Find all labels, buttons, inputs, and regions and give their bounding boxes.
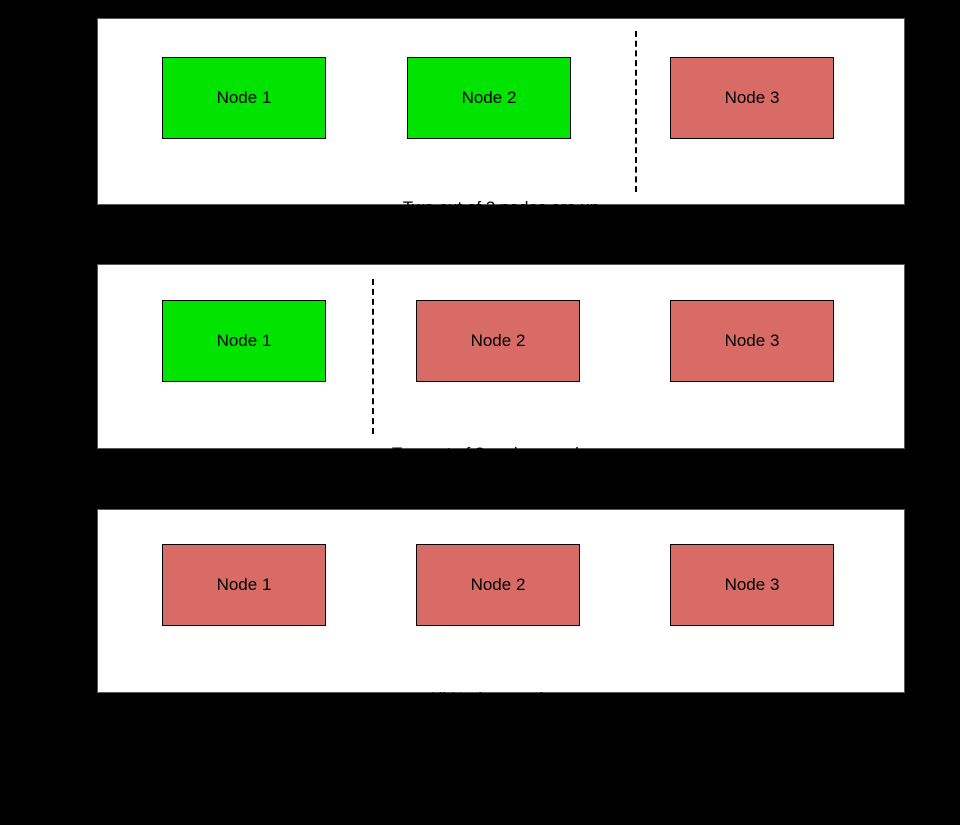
node-box: Node 2 [416, 544, 580, 626]
caption-line: Two out of 3 nodes are down [391, 444, 611, 463]
node-box: Node 3 [670, 300, 834, 382]
partition-divider-line [635, 31, 637, 192]
scenario-panel-two-nodes-up: Node 1 Node 2 Node 3 Two out of 3 nodes … [97, 18, 905, 286]
node-box: Node 3 [670, 544, 834, 626]
node-label: Node 2 [461, 88, 517, 107]
node-label: Node 1 [216, 88, 272, 107]
node-box: Node 2 [407, 57, 571, 139]
node-label: Node 3 [724, 88, 780, 107]
caption-line: All Nodes are down [427, 689, 575, 708]
caption-line: Two out of 3 nodes are up [402, 198, 600, 217]
node-box: Node 3 [670, 57, 834, 139]
partition-divider-line [372, 279, 374, 434]
panel-caption: All Nodes are down Majority Fails & Clus… [98, 641, 904, 825]
node-label: Node 2 [470, 575, 526, 594]
node-box: Node 1 [162, 544, 326, 626]
node-label: Node 1 [216, 575, 272, 594]
node-label: Node 1 [216, 331, 272, 350]
scenario-panel-two-nodes-down: Node 1 Node 2 Node 3 Two out of 3 nodes … [97, 264, 905, 532]
node-label: Node 3 [724, 331, 780, 350]
scenario-panel-all-nodes-down: Node 1 Node 2 Node 3 All Nodes are down … [97, 509, 905, 777]
node-box: Node 1 [162, 300, 326, 382]
caption-line: Majority Fails & Cluster Stops [389, 758, 613, 777]
node-box: Node 1 [162, 57, 326, 139]
node-label: Node 2 [470, 331, 526, 350]
node-box: Node 2 [416, 300, 580, 382]
node-label: Node 3 [724, 575, 780, 594]
